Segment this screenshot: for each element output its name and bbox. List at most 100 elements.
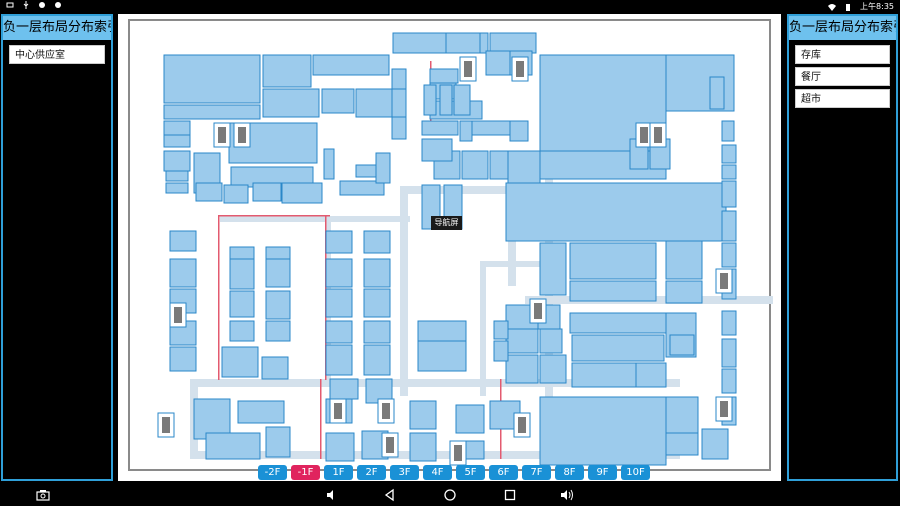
- room[interactable]: [505, 354, 539, 384]
- room[interactable]: [252, 182, 282, 202]
- floor-button-4f[interactable]: 4F: [423, 465, 452, 480]
- room[interactable]: [329, 378, 359, 400]
- floor-button-2f[interactable]: 2F: [357, 465, 386, 480]
- room[interactable]: [429, 68, 459, 84]
- room[interactable]: [229, 246, 255, 260]
- floor-button-1f[interactable]: 1F: [324, 465, 353, 480]
- floor-map-frame[interactable]: [128, 19, 773, 473]
- room[interactable]: [571, 334, 665, 362]
- floor-button-5f[interactable]: 5F: [456, 465, 485, 480]
- room[interactable]: [229, 258, 255, 290]
- room[interactable]: [325, 432, 355, 462]
- floor-button--1f[interactable]: -1F: [291, 465, 320, 480]
- room[interactable]: [163, 120, 191, 136]
- room[interactable]: [195, 182, 223, 202]
- room[interactable]: [355, 88, 395, 118]
- room[interactable]: [229, 320, 255, 342]
- room[interactable]: [721, 164, 737, 180]
- room[interactable]: [459, 120, 473, 142]
- floor-button-8f[interactable]: 8F: [555, 465, 584, 480]
- floor-map[interactable]: [130, 21, 773, 473]
- room[interactable]: [163, 54, 261, 104]
- room[interactable]: [229, 290, 255, 318]
- room[interactable]: [165, 170, 189, 182]
- room[interactable]: [409, 400, 437, 430]
- room[interactable]: [363, 258, 391, 288]
- room[interactable]: [325, 288, 353, 318]
- room[interactable]: [471, 120, 511, 136]
- room[interactable]: [375, 152, 391, 184]
- room[interactable]: [505, 182, 727, 242]
- room[interactable]: [265, 290, 291, 320]
- room[interactable]: [312, 54, 390, 76]
- room[interactable]: [325, 344, 353, 376]
- room[interactable]: [539, 242, 567, 296]
- right-list-item-restaurant[interactable]: 餐厅: [795, 67, 890, 86]
- room[interactable]: [445, 32, 481, 54]
- room[interactable]: [261, 356, 289, 380]
- room[interactable]: [665, 432, 699, 456]
- room[interactable]: [265, 426, 291, 458]
- home-icon[interactable]: [443, 488, 457, 502]
- room[interactable]: [265, 246, 291, 260]
- room[interactable]: [325, 258, 353, 288]
- room[interactable]: [281, 182, 323, 204]
- room[interactable]: [205, 432, 261, 460]
- room[interactable]: [455, 404, 485, 434]
- room[interactable]: [493, 340, 509, 362]
- room[interactable]: [669, 334, 695, 356]
- room[interactable]: [417, 340, 467, 372]
- room[interactable]: [169, 230, 197, 252]
- room[interactable]: [169, 258, 197, 288]
- volume-up-icon[interactable]: [560, 488, 574, 502]
- room[interactable]: [721, 210, 737, 242]
- floor-button-6f[interactable]: 6F: [489, 465, 518, 480]
- room[interactable]: [262, 88, 320, 118]
- room[interactable]: [493, 320, 509, 340]
- left-list-item-central-supply[interactable]: 中心供应室: [9, 45, 105, 64]
- room[interactable]: [223, 184, 249, 204]
- room[interactable]: [539, 396, 667, 466]
- room[interactable]: [701, 428, 729, 460]
- room[interactable]: [721, 180, 737, 208]
- room[interactable]: [489, 150, 511, 180]
- floor-button-3f[interactable]: 3F: [390, 465, 419, 480]
- floor-button-10f[interactable]: 10F: [621, 465, 650, 480]
- room[interactable]: [539, 354, 567, 384]
- back-icon[interactable]: [383, 488, 397, 502]
- room[interactable]: [163, 134, 191, 148]
- room[interactable]: [391, 116, 407, 140]
- room[interactable]: [323, 148, 335, 180]
- room[interactable]: [569, 280, 657, 302]
- room[interactable]: [721, 120, 735, 142]
- room[interactable]: [665, 280, 703, 304]
- right-list-item-storage[interactable]: 存库: [795, 45, 890, 64]
- room[interactable]: [721, 368, 737, 394]
- room[interactable]: [571, 362, 637, 388]
- room[interactable]: [489, 32, 537, 54]
- volume-down-icon[interactable]: [325, 488, 339, 502]
- room[interactable]: [721, 338, 737, 368]
- room[interactable]: [721, 242, 737, 268]
- room[interactable]: [363, 288, 391, 318]
- room[interactable]: [363, 344, 391, 376]
- camera-icon[interactable]: [36, 488, 50, 502]
- room[interactable]: [439, 84, 453, 116]
- room[interactable]: [265, 258, 291, 288]
- room[interactable]: [165, 182, 189, 194]
- room[interactable]: [321, 88, 355, 114]
- floor-button-7f[interactable]: 7F: [522, 465, 551, 480]
- room[interactable]: [665, 396, 699, 434]
- room[interactable]: [569, 242, 657, 280]
- right-list-item-supermarket[interactable]: 超市: [795, 89, 890, 108]
- room[interactable]: [339, 180, 385, 196]
- room[interactable]: [237, 400, 285, 424]
- room[interactable]: [665, 240, 703, 280]
- room[interactable]: [363, 230, 391, 254]
- room[interactable]: [169, 346, 197, 372]
- room[interactable]: [417, 320, 467, 342]
- recents-icon[interactable]: [503, 488, 517, 502]
- room[interactable]: [262, 54, 312, 88]
- room[interactable]: [221, 346, 259, 378]
- room[interactable]: [163, 104, 261, 120]
